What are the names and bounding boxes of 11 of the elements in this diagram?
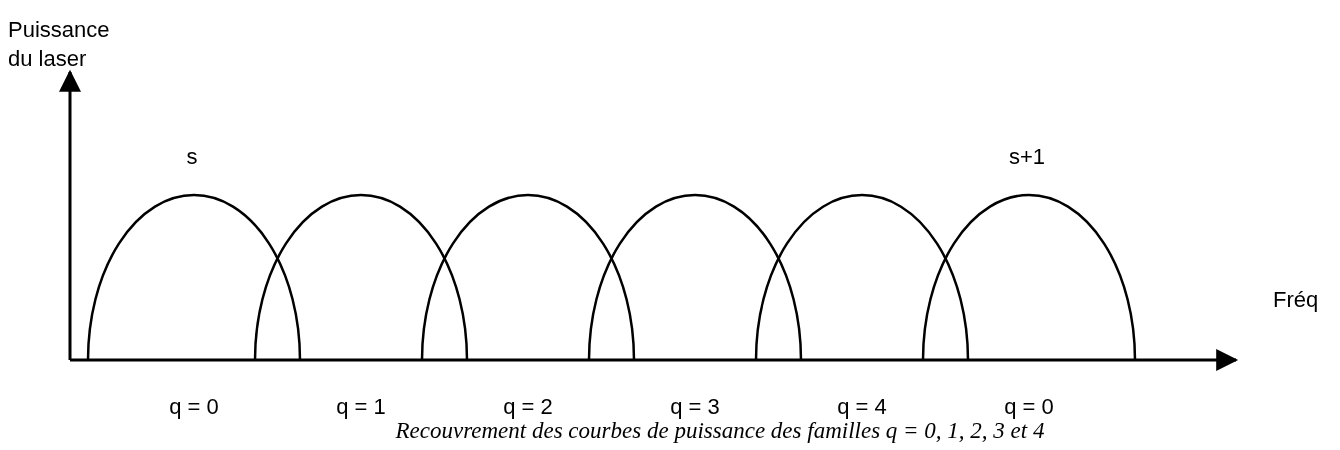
family-label: q = 2 [503, 393, 553, 421]
family-label: q = 0 [1004, 393, 1054, 421]
curve-label: s+1 [1008, 143, 1046, 171]
family-label: q = 0 [169, 393, 219, 421]
axis-label: Puissance du laser [8, 16, 111, 73]
family-label: q = 3 [670, 393, 720, 421]
curve-label: s [186, 143, 198, 171]
caption: Recouvrement des courbes de puissance des familles q = 0, 1, 2, 3 et 4 [395, 418, 1045, 444]
family-label: q = 4 [837, 393, 887, 421]
axis-label: Fréq [1273, 286, 1319, 314]
family-label: q = 1 [336, 393, 386, 421]
